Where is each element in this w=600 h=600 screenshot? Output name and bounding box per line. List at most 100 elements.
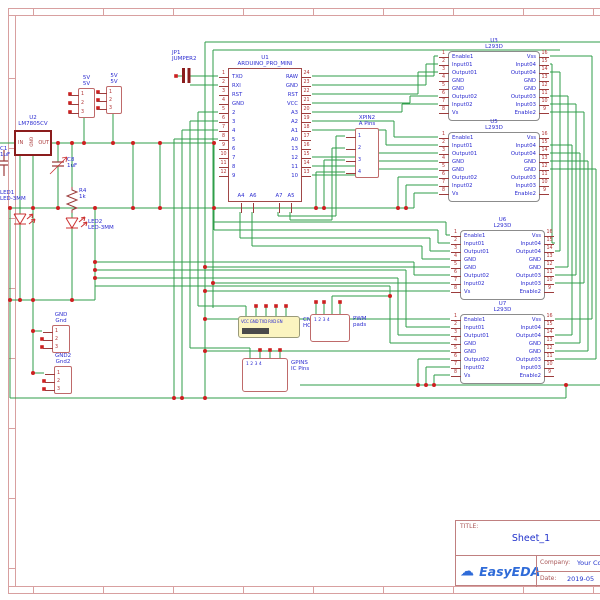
- pin-label: Vss: [531, 232, 541, 239]
- bt-module-body[interactable]: VCC GND TXD RXD EN: [238, 316, 300, 338]
- pin-stub: [544, 335, 554, 337]
- pin-label: Output02: [452, 93, 478, 100]
- pin-number: 4: [441, 74, 446, 80]
- unconnected-pin-marker: [68, 92, 72, 96]
- pin-number: 7: [441, 98, 446, 104]
- pin-label: Input04: [515, 142, 536, 149]
- pin-label: GND: [464, 348, 477, 355]
- pin-number: 15: [546, 321, 553, 327]
- unconnected-pin-marker: [40, 345, 44, 349]
- pin-label: GND: [528, 256, 541, 263]
- led1-ref: LED1: [0, 190, 15, 196]
- capacitor-c8-symbol[interactable]: [49, 156, 68, 175]
- unconnected-pin-marker: [278, 348, 282, 352]
- led1-symbol[interactable]: [13, 213, 36, 225]
- pin-number: 6: [453, 269, 458, 275]
- pin-stub: [69, 103, 79, 105]
- pin-stub: [219, 157, 229, 159]
- pin-number: 7: [453, 277, 458, 283]
- pin-number: 24: [303, 70, 310, 76]
- border-tick: [8, 428, 16, 429]
- pin-stub: [451, 375, 461, 377]
- pin-label: Input03: [520, 280, 541, 287]
- pin-number: 5: [221, 106, 226, 112]
- resistor-r4-symbol[interactable]: [65, 187, 79, 213]
- wire-junction: [203, 317, 207, 321]
- pin-number: 3: [55, 345, 59, 350]
- pin-number: 8: [221, 133, 226, 139]
- pin-label: A7: [275, 193, 283, 199]
- unconnected-pin-marker: [322, 300, 326, 304]
- unconnected-pin-marker: [264, 304, 268, 308]
- ic-ref: U5: [490, 119, 498, 125]
- pin-stub: [451, 343, 461, 345]
- pin-label: Input02: [452, 101, 473, 108]
- pin-number: 12: [546, 261, 553, 267]
- gpins-body[interactable]: 1 2 3 4: [242, 358, 288, 392]
- company-label: Company:: [540, 559, 571, 566]
- gpins-value: IC Pins: [291, 366, 310, 372]
- pin-number: 10: [546, 361, 553, 367]
- pin-label: Enable2: [514, 109, 536, 116]
- date-row: Date: 2019-05: [537, 571, 600, 587]
- wire-junction: [8, 206, 12, 210]
- pin-label: Output03: [510, 93, 536, 100]
- pin-label: Output04: [510, 150, 536, 157]
- pin-stub: [544, 359, 554, 361]
- pin-number: 15: [546, 237, 553, 243]
- regulator-pin-in: IN: [18, 140, 24, 146]
- pwm-pads-body[interactable]: 1 2 3 4: [310, 314, 350, 342]
- pin-stub: [539, 185, 549, 187]
- pin-stub: [439, 169, 449, 171]
- pin-stub: [346, 136, 356, 138]
- pin-label: Input04: [520, 240, 541, 247]
- pin-stub: [301, 85, 311, 87]
- border-tick: [593, 586, 594, 594]
- pin-label: A6: [249, 193, 257, 199]
- regulator-body[interactable]: IN OUT GND: [14, 130, 52, 156]
- border-tick: [523, 8, 524, 16]
- border-tick: [8, 218, 16, 219]
- pin-stub: [301, 130, 311, 132]
- pin-stub: [451, 359, 461, 361]
- pin-label: Input04: [520, 324, 541, 331]
- pin-label: Vss: [531, 316, 541, 323]
- pin-stub: [451, 291, 461, 293]
- wire-junction: [56, 206, 60, 210]
- pin-label: Enable1: [452, 53, 474, 60]
- pin-label: GND: [464, 264, 477, 271]
- pin-label: RST: [232, 91, 243, 98]
- capacitor-c1-symbol[interactable]: [0, 150, 8, 176]
- pin-stub: [252, 203, 254, 213]
- pin-stub: [69, 94, 79, 96]
- jumper-jp1-symbol[interactable]: [182, 68, 191, 83]
- pin-stub: [219, 121, 229, 123]
- wire-junction: [158, 206, 162, 210]
- pin-number: 16: [541, 131, 548, 137]
- border-tick: [103, 586, 104, 594]
- pin-label: A4: [237, 193, 245, 199]
- pin-stub: [97, 92, 107, 94]
- border-top-inner: [8, 15, 600, 16]
- pin-number: 16: [303, 142, 310, 148]
- company-value: Your Company: [577, 559, 600, 567]
- led2-symbol[interactable]: [65, 216, 88, 229]
- pin-number: 8: [441, 106, 446, 112]
- pin-label: Output01: [464, 248, 490, 255]
- unconnected-pin-marker: [40, 337, 44, 341]
- border-bottom-inner: [8, 586, 600, 587]
- pin-number: 5: [441, 163, 446, 169]
- pin-number: 16: [541, 50, 548, 56]
